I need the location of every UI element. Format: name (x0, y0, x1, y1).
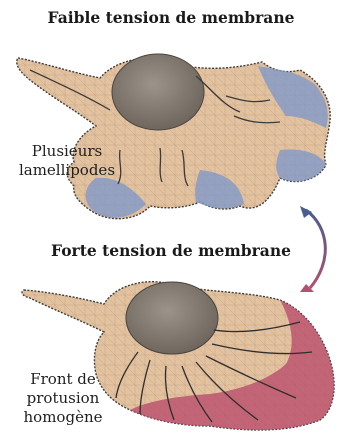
label-high-line3: homogène (8, 408, 118, 427)
transition-arrow (300, 206, 325, 292)
label-low-line2: lamellipodes (8, 161, 126, 180)
cell-low-tension (17, 54, 330, 219)
label-low-tension: Plusieurs lamellipodes (8, 142, 126, 180)
label-high-tension: Front de protusion homogène (8, 370, 118, 427)
nucleus-high (126, 282, 218, 354)
label-low-line1: Plusieurs (8, 142, 126, 161)
label-high-line1: Front de (8, 370, 118, 389)
label-high-line2: protusion (8, 389, 118, 408)
nucleus-low (112, 54, 204, 130)
